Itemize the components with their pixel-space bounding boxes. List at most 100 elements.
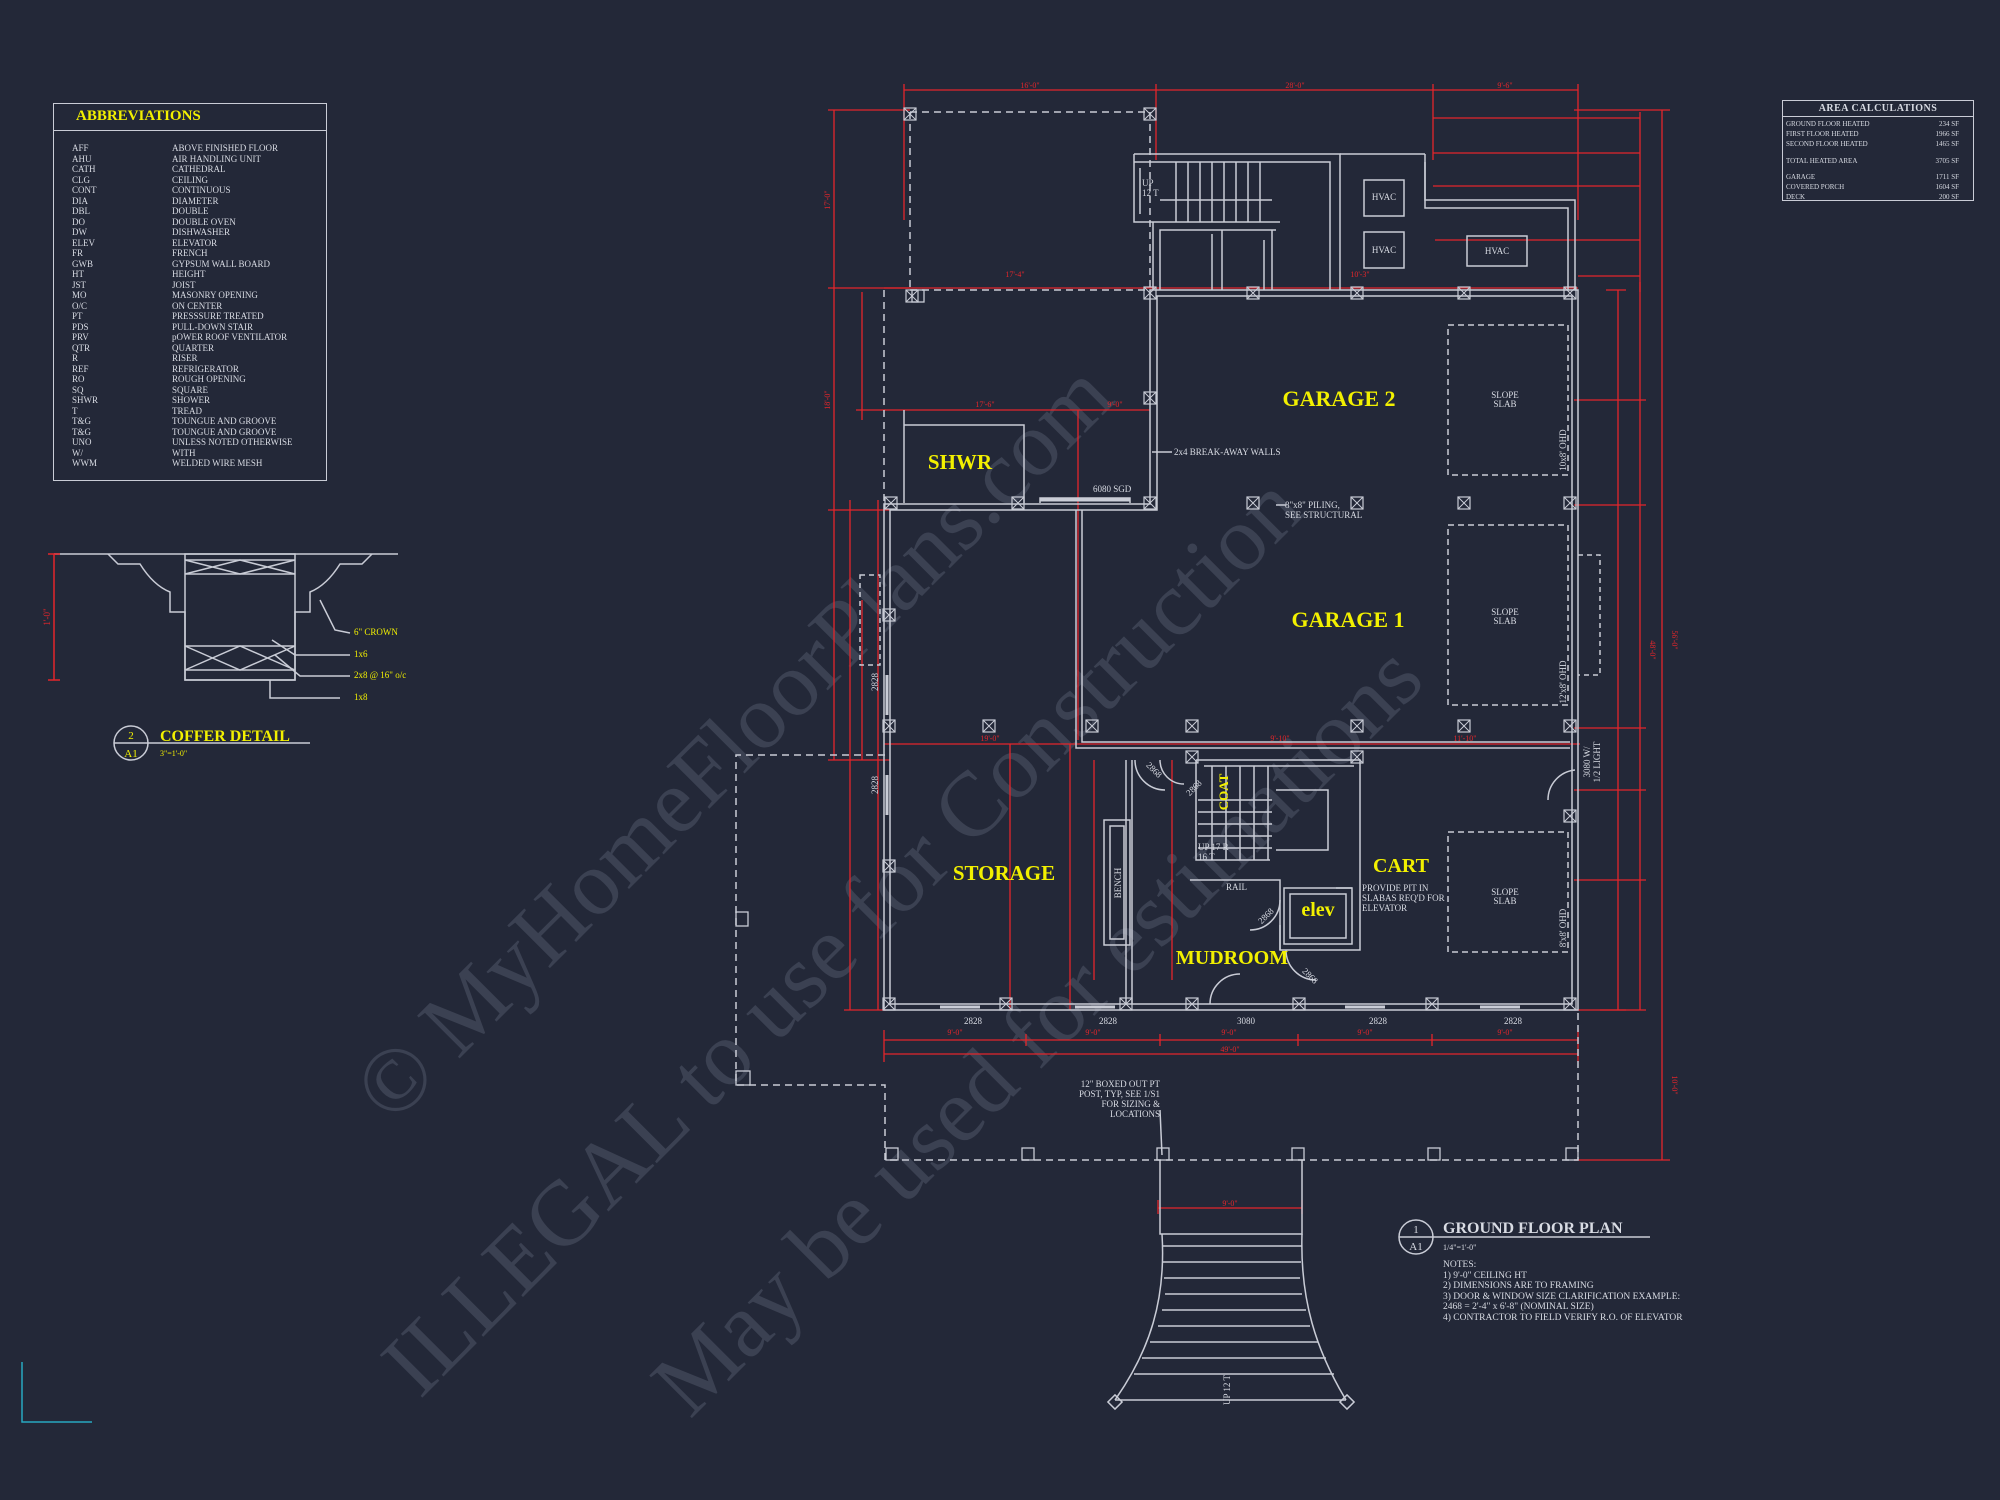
abbreviation-code: W/ <box>72 447 83 458</box>
post-note-3: FOR SIZING & <box>1101 1099 1160 1109</box>
abbreviation-code: DW <box>72 227 87 237</box>
abbreviation-code: RO <box>72 374 85 384</box>
window-2828-3: 2828 <box>1369 1016 1388 1026</box>
room-elev: elev <box>1301 899 1334 921</box>
room-cart: CART <box>1373 855 1430 877</box>
area-value: 1966 SF <box>1935 130 1959 138</box>
hvac-label-1: HVAC <box>1372 192 1396 202</box>
break-away-note: 2x4 BREAK-AWAY WALLS <box>1174 447 1280 457</box>
post-note-1: 12" BOXED OUT PT <box>1081 1079 1161 1089</box>
dim-mid-c: 11'-10" <box>1453 734 1476 743</box>
abbreviation-code: FR <box>72 248 84 258</box>
dim-left-1: 17'-0" <box>823 190 832 209</box>
dim-top-3: 9'-6" <box>1497 81 1512 90</box>
area-value: 1711 SF <box>1935 173 1959 181</box>
abbreviation-code: DBL <box>72 206 90 216</box>
abbreviation-meaning: WELDED WIRE MESH <box>172 458 263 468</box>
ohd-garage-1: 12'x8' OHD <box>1558 660 1568 703</box>
window-2828-side-1: 2828 <box>870 673 880 692</box>
abbreviation-code: T&G <box>72 416 91 426</box>
coffer-detail-scale: 3"=1'-0" <box>160 749 187 758</box>
window-2828-1: 2828 <box>964 1016 983 1026</box>
abbreviation-meaning: QUARTER <box>172 342 214 353</box>
coffer-height-dim: 1'-0" <box>42 608 52 626</box>
room-shwr: SHWR <box>928 450 993 474</box>
stair-up-main-1: UP 17 R <box>1198 842 1229 852</box>
area-label: GARAGE <box>1786 173 1816 181</box>
abbreviation-code: MO <box>72 290 87 300</box>
room-coat: COAT <box>1216 773 1231 810</box>
plan-title: GROUND FLOOR PLAN <box>1443 1220 1623 1237</box>
rail-label: RAIL <box>1226 882 1247 892</box>
dim-right-lower: 10'-0" <box>1670 1075 1679 1094</box>
dim-right-sub: 48'-0" <box>1648 640 1657 659</box>
dim-right-total: 56'-0" <box>1670 630 1679 649</box>
abbreviation-row: REF REFRIGERATOR <box>72 364 322 375</box>
area-label: TOTAL HEATED AREA <box>1786 157 1858 165</box>
dim-top-mid: 17'-4" <box>1005 270 1024 279</box>
bench-label: BENCH <box>1113 867 1123 898</box>
dim-bottom-total: 49'-0" <box>1220 1045 1239 1054</box>
abbreviation-meaning: GYPSUM WALL BOARD <box>172 258 271 269</box>
abbreviation-meaning: AIR HANDLING UNIT <box>172 153 261 164</box>
pit-note-2: SLABAS REQ'D FOR <box>1362 893 1445 903</box>
door-3080: 3080 <box>1237 1016 1256 1026</box>
ohd-garage-2: 10x8' OHD <box>1558 429 1568 471</box>
drawing-titles: 2 A1 COFFER DETAIL 3"=1'-0" 1 A1 GROUND … <box>124 728 1623 1253</box>
slope-label-2a: SLOPE <box>1491 607 1519 617</box>
pit-note-1: PROVIDE PIT IN <box>1362 883 1429 893</box>
area-label: GROUND FLOOR HEATED <box>1786 120 1870 128</box>
window-2828-2: 2828 <box>1099 1016 1118 1026</box>
abbreviation-row: MO MASONRY OPENING <box>72 290 322 301</box>
abbreviation-meaning: ABOVE FINISHED FLOOR <box>172 143 279 153</box>
room-labels: GARAGE 2 GARAGE 1 SHWR STORAGE CART elev… <box>928 386 1430 969</box>
dim-bottom-c: 9'-0" <box>1221 1028 1236 1037</box>
slope-label-1b: SLAB <box>1493 399 1516 409</box>
dim-bottom-e: 9'-0" <box>1497 1028 1512 1037</box>
slope-label-2b: SLAB <box>1493 616 1516 626</box>
door-2868-c: 2868 <box>1256 906 1276 926</box>
abbreviation-meaning: MASONRY OPENING <box>172 290 258 300</box>
stair-up-top-2: 12 T <box>1142 188 1159 198</box>
abbreviation-meaning: RISER <box>172 353 198 363</box>
abbreviation-meaning: SHOWER <box>172 395 210 405</box>
abbreviation-code: DO <box>72 216 85 227</box>
plan-sheet: A1 <box>1409 1241 1422 1253</box>
coffer-label-1x8: 1x8 <box>354 692 368 702</box>
room-storage: STORAGE <box>953 861 1055 885</box>
abbreviation-meaning: DOUBLE <box>172 206 209 216</box>
abbreviation-meaning: REFRIGERATOR <box>172 363 239 374</box>
abbreviation-meaning: ELEVATOR <box>172 237 218 248</box>
abbreviation-code: AFF <box>72 143 89 153</box>
abbreviation-code: CATH <box>72 164 96 174</box>
coffer-detail-number: 2 <box>128 730 134 742</box>
door-3080-half-light-1: 3080 W/ <box>1582 746 1592 778</box>
plan-annotations: HVAC HVAC HVAC SLOPE SLAB SLOPE SLAB SLO… <box>42 178 1602 1405</box>
area-row: GARAGE 1711 SF <box>1786 173 1959 181</box>
plan-note: NOTES: <box>1443 1260 1477 1270</box>
abbreviation-meaning: WITH <box>172 447 196 458</box>
stair-up-main-2: 16 T <box>1198 852 1215 862</box>
door-2868-a: 2868 <box>1144 760 1164 780</box>
abbreviation-code: REF <box>72 363 89 374</box>
slope-label-3a: SLOPE <box>1491 887 1519 897</box>
coffer-label-2x8: 2x8 @ 16" o/c <box>354 670 406 680</box>
plan-number: 1 <box>1413 1224 1419 1236</box>
abbreviation-code: O/C <box>72 300 88 311</box>
